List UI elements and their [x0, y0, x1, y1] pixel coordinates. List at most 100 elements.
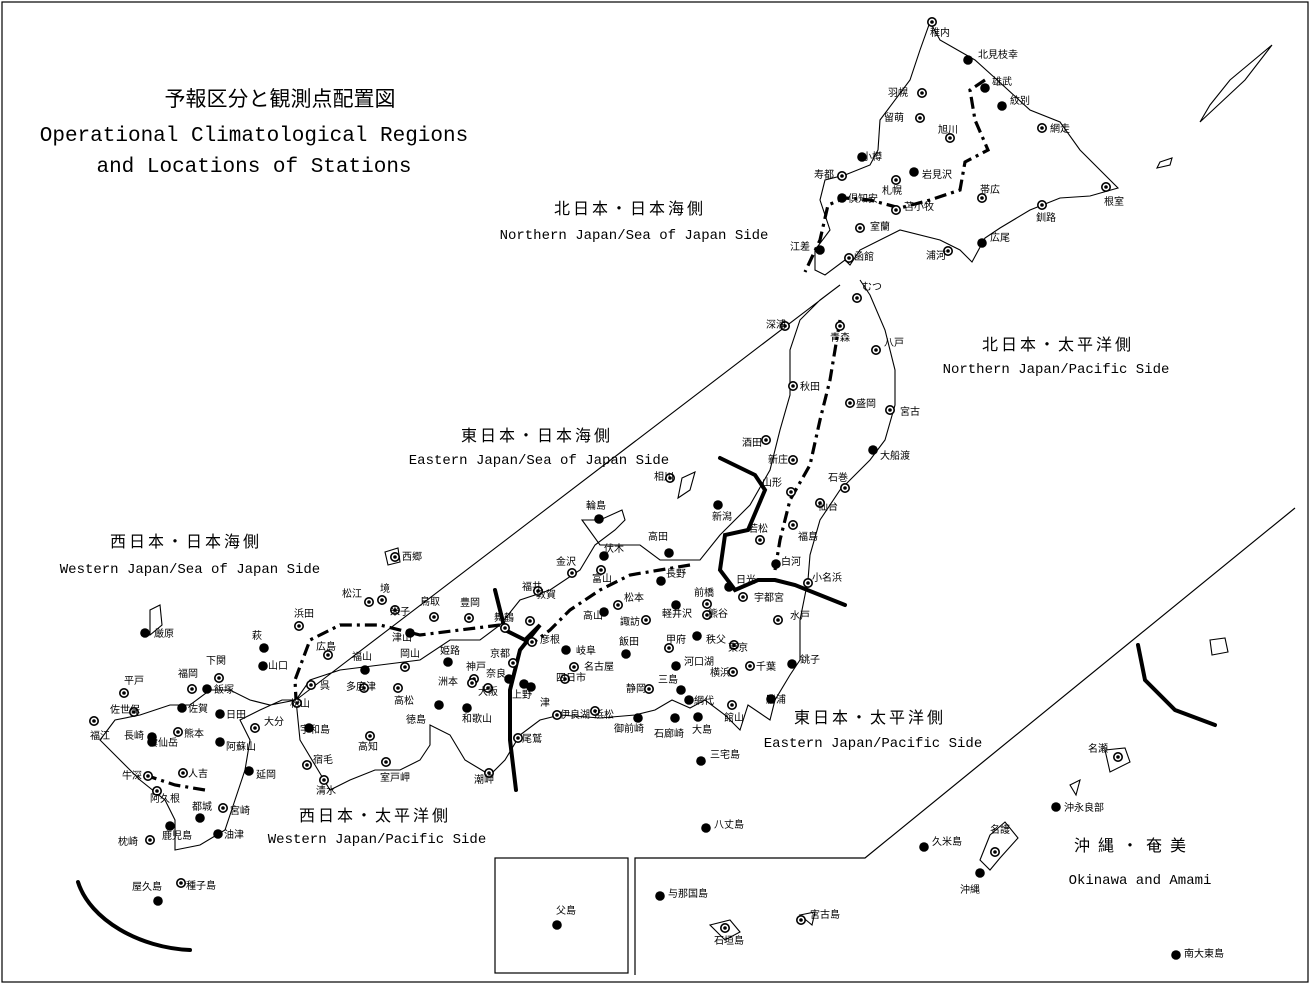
station-50[interactable]: 前橋: [694, 586, 714, 609]
station-4[interactable]: 羽幌: [888, 86, 927, 99]
station-2[interactable]: 雄武: [980, 75, 1012, 93]
station-88[interactable]: 豊岡: [460, 596, 480, 623]
station-59[interactable]: 秩父: [692, 631, 726, 646]
station-42[interactable]: 高田: [648, 530, 674, 558]
station-60[interactable]: 岐阜: [561, 644, 596, 657]
station-81[interactable]: 八丈島: [701, 818, 744, 833]
station-109[interactable]: 大阪: [478, 682, 498, 698]
station-150[interactable]: 沖永良部: [1051, 801, 1104, 814]
station-90[interactable]: 浜田: [293, 608, 314, 631]
station-30[interactable]: 大船渡: [868, 445, 910, 462]
station-12[interactable]: 倶知安: [837, 192, 878, 205]
station-25[interactable]: 八戸: [870, 337, 904, 355]
station-111[interactable]: 福岡: [178, 667, 198, 694]
station-143[interactable]: 与那国島: [655, 887, 708, 901]
station-93[interactable]: 京都: [490, 647, 518, 668]
station-73[interactable]: 勝浦: [766, 693, 786, 706]
station-23[interactable]: 深浦: [766, 318, 790, 331]
station-3[interactable]: 紋別: [997, 94, 1030, 111]
station-47[interactable]: 日光: [724, 573, 756, 592]
station-22[interactable]: むつ: [851, 281, 882, 303]
station-89[interactable]: 舞鶴: [494, 611, 514, 633]
station-105[interactable]: 呉: [305, 679, 330, 692]
station-131[interactable]: 清水: [316, 774, 336, 797]
station-34[interactable]: 仙台: [814, 497, 838, 513]
station-87[interactable]: 鳥取: [420, 595, 440, 622]
station-142[interactable]: 種子島: [176, 877, 216, 892]
station-26[interactable]: 秋田: [787, 380, 820, 393]
station-11[interactable]: 札幌: [882, 175, 902, 197]
station-64[interactable]: 銚子: [787, 653, 820, 669]
station-79[interactable]: 館山: [724, 699, 744, 724]
station-135[interactable]: 阿久根: [150, 785, 180, 805]
station-54[interactable]: 軽井沢: [662, 600, 692, 620]
station-53[interactable]: 敦賀: [524, 588, 556, 626]
station-139[interactable]: 鹿児島: [162, 821, 192, 842]
station-136[interactable]: 都城: [192, 801, 212, 823]
station-57[interactable]: 彦根: [526, 633, 560, 647]
station-9[interactable]: 岩見沢: [909, 167, 952, 181]
station-65[interactable]: 名古屋: [568, 660, 614, 673]
station-98[interactable]: 姫路: [440, 644, 460, 667]
station-1[interactable]: 北見枝幸: [963, 48, 1018, 65]
station-94[interactable]: 厳原: [140, 627, 174, 640]
station-151[interactable]: 南大東島: [1171, 947, 1224, 960]
station-137[interactable]: 宮崎: [218, 802, 250, 817]
station-126[interactable]: 宿毛: [301, 753, 333, 770]
station-71[interactable]: 三島: [658, 673, 686, 695]
station-78[interactable]: 大島: [692, 712, 712, 736]
station-56[interactable]: 水戸: [772, 610, 810, 625]
station-36[interactable]: 新潟: [712, 500, 732, 523]
station-28[interactable]: 宮古: [884, 404, 920, 418]
station-130[interactable]: 延岡: [244, 766, 276, 781]
station-129[interactable]: 人吉: [178, 767, 208, 780]
station-8[interactable]: 小樽: [857, 150, 882, 163]
station-21[interactable]: 浦河: [926, 246, 953, 262]
station-20[interactable]: 函館: [843, 250, 874, 264]
station-95[interactable]: 広島: [316, 640, 336, 660]
station-10[interactable]: 寿都: [814, 168, 847, 182]
station-128[interactable]: 雲仙岳: [147, 736, 178, 749]
station-72[interactable]: 網代: [684, 694, 714, 707]
station-29[interactable]: 酒田: [742, 434, 771, 449]
station-76[interactable]: 御前崎: [614, 713, 644, 735]
station-102[interactable]: 上野: [512, 679, 532, 701]
station-38[interactable]: 福島: [787, 519, 818, 543]
station-103[interactable]: 下関: [206, 655, 226, 683]
station-106[interactable]: 多度津: [346, 680, 376, 693]
station-145[interactable]: 宮古島: [795, 908, 840, 925]
station-82[interactable]: 父島: [552, 904, 576, 930]
station-58[interactable]: 諏訪: [620, 614, 651, 628]
station-13[interactable]: 苫小牧: [890, 200, 934, 216]
station-141[interactable]: 屋久島: [132, 880, 163, 906]
station-85[interactable]: 境: [376, 582, 390, 605]
station-121[interactable]: 尾鷲: [512, 732, 542, 745]
station-148[interactable]: 沖縄: [960, 868, 985, 896]
station-107[interactable]: 高松: [392, 682, 414, 707]
station-46[interactable]: 長野: [656, 568, 686, 586]
station-48[interactable]: 宇都宮: [737, 591, 784, 604]
station-113[interactable]: 松山: [290, 697, 310, 710]
station-84[interactable]: 松江: [342, 587, 374, 607]
station-15[interactable]: 根室: [1101, 182, 1124, 208]
station-124[interactable]: 熊本: [173, 726, 204, 740]
station-119[interactable]: 大分: [250, 715, 284, 733]
station-37[interactable]: 若松: [748, 522, 768, 545]
station-27[interactable]: 盛岡: [844, 397, 876, 410]
station-147[interactable]: 名護: [989, 823, 1010, 857]
station-61[interactable]: 飯田: [619, 635, 639, 659]
station-70[interactable]: 静岡: [626, 682, 654, 695]
station-146[interactable]: 久米島: [919, 835, 962, 852]
station-63[interactable]: 東京: [728, 639, 748, 654]
station-7[interactable]: 網走: [1037, 122, 1070, 135]
station-24[interactable]: 青森: [830, 320, 850, 344]
station-127[interactable]: 高知: [358, 730, 378, 753]
station-74[interactable]: 伊良湖: [551, 708, 590, 721]
station-68[interactable]: 千葉: [744, 660, 776, 673]
station-39[interactable]: 白河: [771, 555, 801, 569]
station-132[interactable]: 室戸岬: [380, 756, 410, 784]
station-49[interactable]: 福井: [522, 580, 543, 596]
station-140[interactable]: 油津: [213, 828, 244, 841]
station-144[interactable]: 石垣島: [714, 922, 744, 947]
station-149[interactable]: 名瀬: [1088, 742, 1124, 762]
